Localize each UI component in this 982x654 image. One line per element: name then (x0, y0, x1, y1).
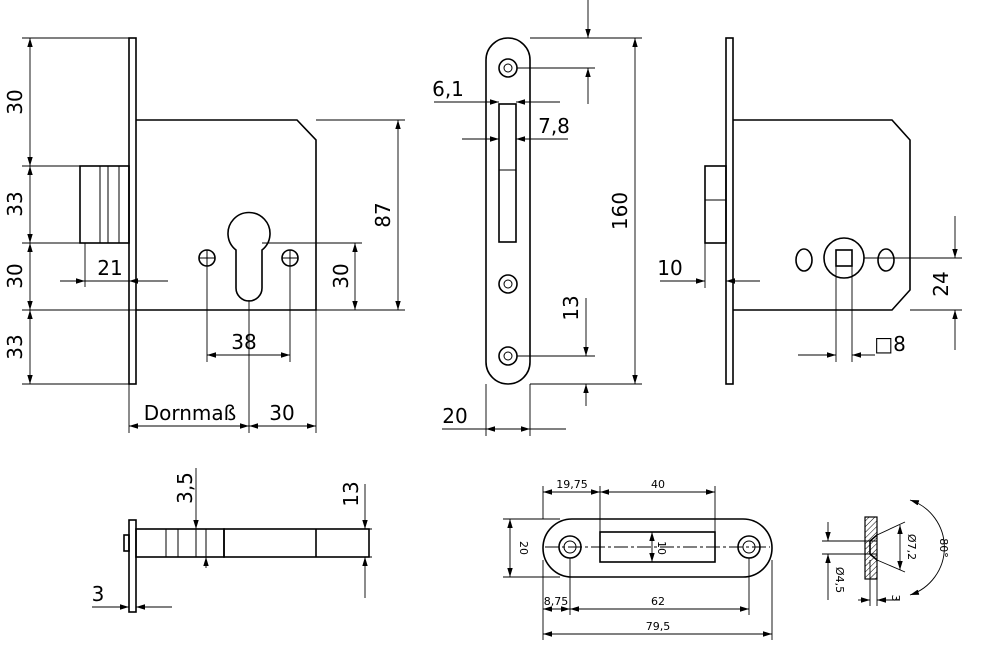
bottom-faceplate (128, 519, 137, 613)
dim-label-dia-7-2: Ø7,2 (905, 534, 918, 560)
dim-label-38: 38 (231, 330, 256, 354)
faceplate-back (725, 37, 734, 385)
right-view: 10 24 □8 (657, 37, 962, 385)
dim-label-20-strike: 20 (517, 541, 530, 555)
dim-label-30-vertical: 30 (329, 263, 353, 288)
strike-plate: 19,75 40 20 10 8,75 62 79,5 (503, 478, 773, 640)
latch-back (704, 165, 727, 244)
dim-label-10-strike: 10 (655, 541, 668, 555)
cylinder-keyhole (227, 211, 271, 302)
dim-label-top: 30 (3, 89, 27, 114)
lock-case-outline (136, 119, 317, 311)
dim-label-3-5: 3,5 (173, 472, 197, 504)
side-view: 160 6,1 7,8 13 20 (432, 0, 642, 436)
bottom-case-body (223, 528, 370, 558)
fixing-hole-right (877, 248, 895, 272)
countersink-section (864, 516, 878, 580)
dim-label-13-bottom: 13 (339, 481, 363, 506)
front-view: 30 33 30 33 21 87 30 38 Dornmaß 30 (3, 37, 405, 433)
dim-label-bottom: 33 (3, 334, 27, 359)
dim-label-79-5: 79,5 (646, 620, 671, 633)
lock-case-back-outline (733, 119, 911, 311)
dim-label-160: 160 (608, 192, 632, 230)
dim-label-19-75: 19,75 (556, 478, 588, 491)
dim-label-angle-80: 80° (937, 538, 950, 558)
dim-label-middle: 30 (3, 263, 27, 288)
faceplate (128, 37, 137, 385)
dim-label-20: 20 (442, 404, 467, 428)
screw-hole-bottom-inner (503, 351, 513, 361)
latch-slot (498, 103, 517, 243)
dim-label-40: 40 (651, 478, 665, 491)
dim-label-latch: 33 (3, 191, 27, 216)
dim-label-10: 10 (657, 256, 682, 280)
dim-label-backset: Dornmaß (144, 401, 237, 425)
dim-label-62: 62 (651, 595, 665, 608)
spindle-hub (823, 237, 865, 279)
screw-hole-bottom (498, 346, 518, 366)
screw-detail: Ø4,5 Ø7,2 80° 3 (822, 499, 950, 606)
strike-plate-outline (542, 518, 773, 578)
latch-bolt (79, 165, 130, 244)
dim-label-dia-4-5: Ø4,5 (833, 567, 846, 593)
bottom-faceplate-lip (123, 534, 130, 552)
fixing-hole-left (795, 248, 813, 272)
dim-label-3: 3 (92, 582, 105, 606)
dim-label-7-8: 7,8 (538, 114, 570, 138)
dim-label-30-horizontal: 30 (269, 401, 294, 425)
dim-label-8-75: 8,75 (544, 595, 569, 608)
dim-label-13: 13 (559, 295, 583, 320)
screw-hole-top (498, 58, 518, 78)
cylinder-screw-hole (498, 274, 518, 294)
faceplate-front (485, 37, 531, 385)
bottom-view: 3,5 13 3 (92, 468, 372, 613)
bottom-case (135, 528, 317, 558)
cylinder-screw-hole-inner (503, 279, 513, 289)
bottom-latch (135, 528, 225, 558)
angle-arc (909, 499, 945, 596)
countersink-profile (869, 534, 878, 561)
dim-label-6-1: 6,1 (432, 77, 464, 101)
dim-label-21: 21 (97, 256, 122, 280)
extension-line (876, 521, 906, 536)
square-spindle (835, 249, 853, 267)
extension-line (876, 559, 906, 573)
dim-label-3-detail: 3 (889, 595, 902, 602)
screw-hole-top-inner (503, 63, 513, 73)
dim-label-87: 87 (371, 202, 395, 227)
dim-label-24: 24 (929, 271, 953, 296)
dim-label-square: □8 (874, 332, 906, 356)
